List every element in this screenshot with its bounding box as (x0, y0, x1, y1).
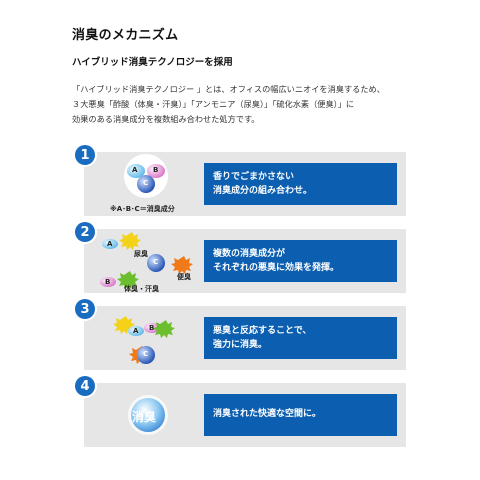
sphere-c (147, 254, 165, 272)
step-2-description: 複数の消臭成分が それぞれの悪臭に効果を発揮。 (204, 240, 397, 282)
step-2-number-badge: 2 (75, 222, 95, 242)
sphere-b (147, 164, 165, 178)
step-2-line: それぞれの悪臭に効果を発揮。 (213, 263, 340, 273)
odor-particle-green (153, 320, 175, 338)
step-1-number-badge: 1 (75, 145, 95, 165)
sphere-a (127, 164, 145, 178)
urine-odor-label: 尿臭 (134, 250, 148, 258)
step-2-line: 複数の消臭成分が (213, 249, 286, 259)
step-1-illustration: A B C ※A･B･C＝消臭成分 (84, 152, 196, 216)
step-3-illustration: A B C (84, 306, 196, 370)
sphere-b-label: B (149, 324, 155, 332)
sphere-a (102, 239, 118, 249)
step-1-description: 香りでごまかさない 消臭成分の組み合わせ。 (204, 163, 397, 205)
step-4-line: 消臭された快適な空間に。 (213, 409, 322, 419)
body-odor-particle (117, 271, 139, 289)
step-4-description: 消臭された快適な空間に。 (204, 394, 397, 436)
sphere-b-label: B (105, 278, 111, 286)
step-4-number-badge: 4 (75, 376, 95, 396)
page-subtitle: ハイブリッド消臭テクノロジーを採用 (72, 57, 233, 68)
step-3-line: 悪臭と反応することで、 (213, 326, 312, 336)
step-3-number-badge: 3 (75, 299, 95, 319)
sphere-a-label: A (107, 240, 113, 248)
intro-line: 「ハイブリッド消臭テクノロジー 」とは、オフィスの幅広いニオイを消臭するため、 (72, 84, 385, 94)
step-2-illustration: A C B 尿臭 便臭 体臭・汗臭 (84, 229, 196, 293)
deodorized-sphere (131, 398, 165, 432)
urine-odor-particle (119, 232, 141, 250)
sphere-a-label: A (133, 327, 139, 335)
sphere-c (137, 346, 155, 364)
deodorized-label: 消臭 (132, 410, 157, 424)
page-title: 消臭のメカニズム (72, 28, 179, 43)
components-note: ※A･B･C＝消臭成分 (110, 205, 175, 213)
step-3-description: 悪臭と反応することで、 強力に消臭。 (204, 317, 397, 359)
sphere-b (144, 323, 160, 333)
sphere-a-label: A (132, 166, 138, 174)
sphere-b (100, 277, 116, 287)
intro-line: ３大悪臭「酢酸（体臭・汗臭）」「アンモニア（尿臭）」「硫化水素（便臭）」に (72, 99, 355, 109)
intro-paragraph: 「ハイブリッド消臭テクノロジー 」とは、オフィスの幅広いニオイを消臭するため、 … (72, 82, 432, 127)
stool-odor-particle (171, 256, 193, 274)
step-1-line: 消臭成分の組み合わせ。 (213, 186, 313, 196)
step-3-line: 強力に消臭。 (213, 340, 268, 350)
sphere-c-label: C (153, 258, 159, 266)
sphere-a (128, 326, 144, 336)
sphere-c-label: C (143, 350, 149, 358)
sphere-b-label: B (153, 166, 159, 174)
sphere-c-label: C (143, 179, 149, 187)
intro-line: 効果のある消臭成分を複数組み合わせた処方です。 (72, 114, 260, 124)
body-odor-label: 体臭・汗臭 (124, 285, 159, 293)
step-1-line: 香りでごまかさない (213, 172, 295, 182)
sphere-c (137, 175, 155, 193)
step-4-illustration: 消臭 (84, 383, 196, 447)
stool-odor-label: 便臭 (177, 273, 191, 281)
